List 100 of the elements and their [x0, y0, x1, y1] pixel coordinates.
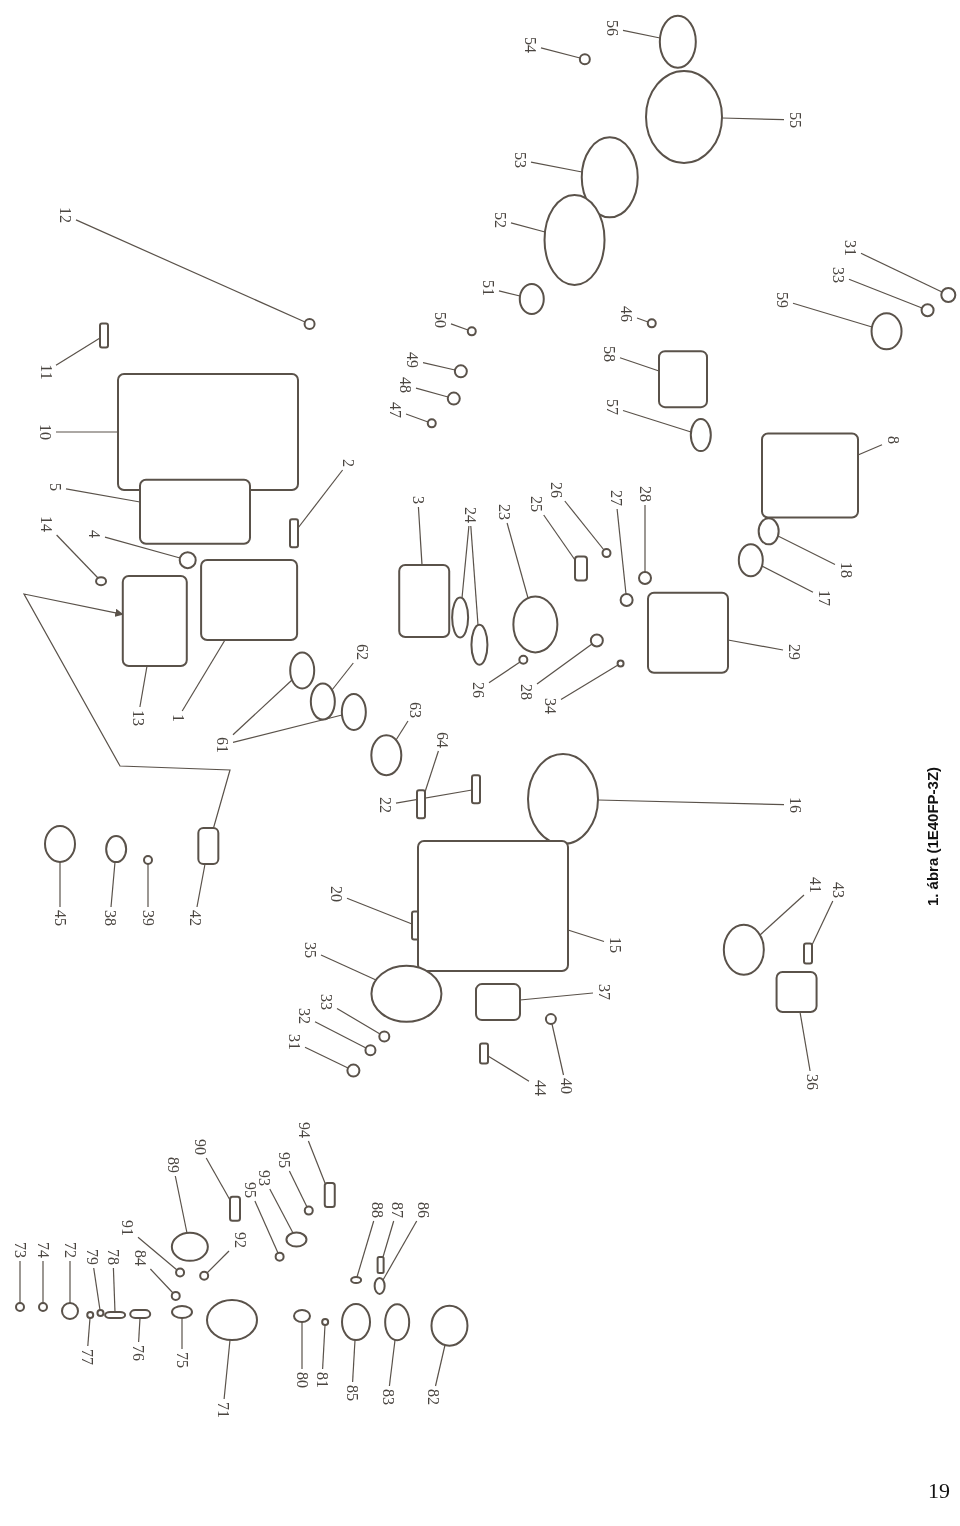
callout-number: 79 — [84, 1249, 100, 1265]
leader-line — [417, 506, 423, 566]
engine-part-drawing — [289, 518, 299, 549]
engine-part-drawing — [775, 971, 818, 1013]
engine-part-drawing — [370, 964, 443, 1023]
engine-part-drawing — [475, 983, 521, 1022]
engine-part-drawing — [309, 682, 336, 721]
callout-number: 20 — [328, 886, 344, 902]
leader-line — [232, 714, 343, 743]
engine-part-drawing — [121, 575, 188, 667]
callout-number: 28 — [637, 486, 653, 502]
leader-line — [721, 117, 785, 121]
page-number: 19 — [928, 1478, 950, 1504]
callout-number: 22 — [377, 797, 393, 813]
callout-number: 42 — [187, 910, 203, 926]
engine-part-drawing — [197, 827, 220, 865]
engine-part-drawing — [757, 517, 780, 546]
leader-line — [147, 863, 149, 908]
callout-number: 50 — [432, 312, 448, 328]
engine-part-drawing — [722, 923, 765, 976]
leader-line — [487, 1055, 530, 1082]
engine-part-drawing — [479, 1042, 489, 1065]
leader-line — [110, 861, 116, 908]
leader-line — [461, 525, 470, 599]
engine-part-drawing — [285, 1231, 308, 1248]
callout-number: 29 — [786, 644, 802, 660]
callout-number: 57 — [604, 399, 620, 415]
leader-line — [622, 29, 661, 39]
leader-line — [174, 1175, 188, 1234]
callout-number: 54 — [522, 37, 538, 53]
engine-part-drawing — [574, 555, 588, 582]
engine-part-drawing — [544, 1013, 557, 1026]
leader-line — [382, 1220, 395, 1258]
callout-number: 5 — [47, 483, 63, 491]
callout-number: 77 — [79, 1349, 95, 1365]
engine-part-drawing — [658, 350, 708, 409]
engine-part-drawing — [417, 840, 569, 973]
engine-part-drawing — [293, 1309, 311, 1323]
callout-number: 74 — [35, 1242, 51, 1258]
callout-number: 72 — [62, 1242, 78, 1258]
engine-part-drawing — [340, 693, 367, 732]
leader-line — [69, 1260, 71, 1304]
leader-line — [356, 1220, 375, 1278]
engine-part-drawing — [129, 1309, 152, 1319]
leader-line — [510, 222, 546, 233]
engine-part-drawing — [96, 1308, 105, 1317]
engine-part-drawing — [580, 136, 639, 219]
engine-part-drawing — [378, 1030, 391, 1043]
callout-number: 53 — [512, 152, 528, 168]
leader-line — [540, 47, 581, 59]
engine-part-drawing — [416, 789, 426, 820]
leader-line — [395, 720, 409, 741]
callout-number: 37 — [596, 984, 612, 1000]
callout-number: 8 — [885, 436, 901, 444]
engine-part-drawing — [471, 774, 481, 805]
callout-number: 89 — [165, 1157, 181, 1173]
engine-part-drawing — [99, 322, 109, 349]
engine-part-drawing — [289, 651, 316, 690]
engine-part-drawing — [543, 193, 606, 286]
leader-line — [488, 661, 521, 684]
engine-part-drawing — [647, 591, 729, 674]
engine-part-drawing — [38, 1302, 48, 1312]
callout-number: 95 — [242, 1182, 258, 1198]
arrow — [22, 593, 231, 829]
engine-part-drawing — [512, 595, 559, 654]
callout-number: 1 — [170, 714, 186, 722]
callout-number: 25 — [528, 496, 544, 512]
leader-line — [564, 500, 605, 551]
callout-number: 75 — [174, 1352, 190, 1368]
leader-line — [93, 1267, 101, 1311]
engine-part-drawing — [616, 659, 625, 668]
callout-number: 76 — [130, 1345, 146, 1361]
leader-line — [59, 861, 61, 908]
leader-line — [196, 863, 206, 908]
callout-number: 4 — [86, 530, 102, 538]
engine-part-drawing — [364, 1044, 377, 1057]
callout-number: 40 — [558, 1078, 574, 1094]
leader-line — [506, 522, 529, 599]
engine-part-drawing — [178, 551, 197, 570]
callout-number: 27 — [608, 490, 624, 506]
leader-line — [320, 954, 377, 981]
engine-part-drawing — [370, 734, 403, 777]
callout-number: 16 — [787, 797, 803, 813]
engine-part-drawing — [15, 1302, 25, 1312]
engine-part-drawing — [229, 1195, 241, 1222]
leader-line — [87, 1317, 91, 1347]
leader-line — [336, 1007, 381, 1035]
callout-number: 31 — [842, 240, 858, 256]
engine-part-drawing — [86, 1311, 95, 1319]
leader-line — [759, 894, 805, 936]
engine-part-drawing — [341, 1303, 371, 1342]
engine-part-drawing — [589, 633, 604, 648]
engine-part-drawing — [376, 1256, 385, 1274]
leader-line — [56, 534, 99, 579]
callout-number: 34 — [542, 698, 558, 714]
callout-number: 24 — [462, 507, 478, 523]
callout-number: 78 — [105, 1249, 121, 1265]
callout-number: 85 — [344, 1385, 360, 1401]
leader-line — [636, 317, 649, 323]
callout-number: 17 — [816, 590, 832, 606]
